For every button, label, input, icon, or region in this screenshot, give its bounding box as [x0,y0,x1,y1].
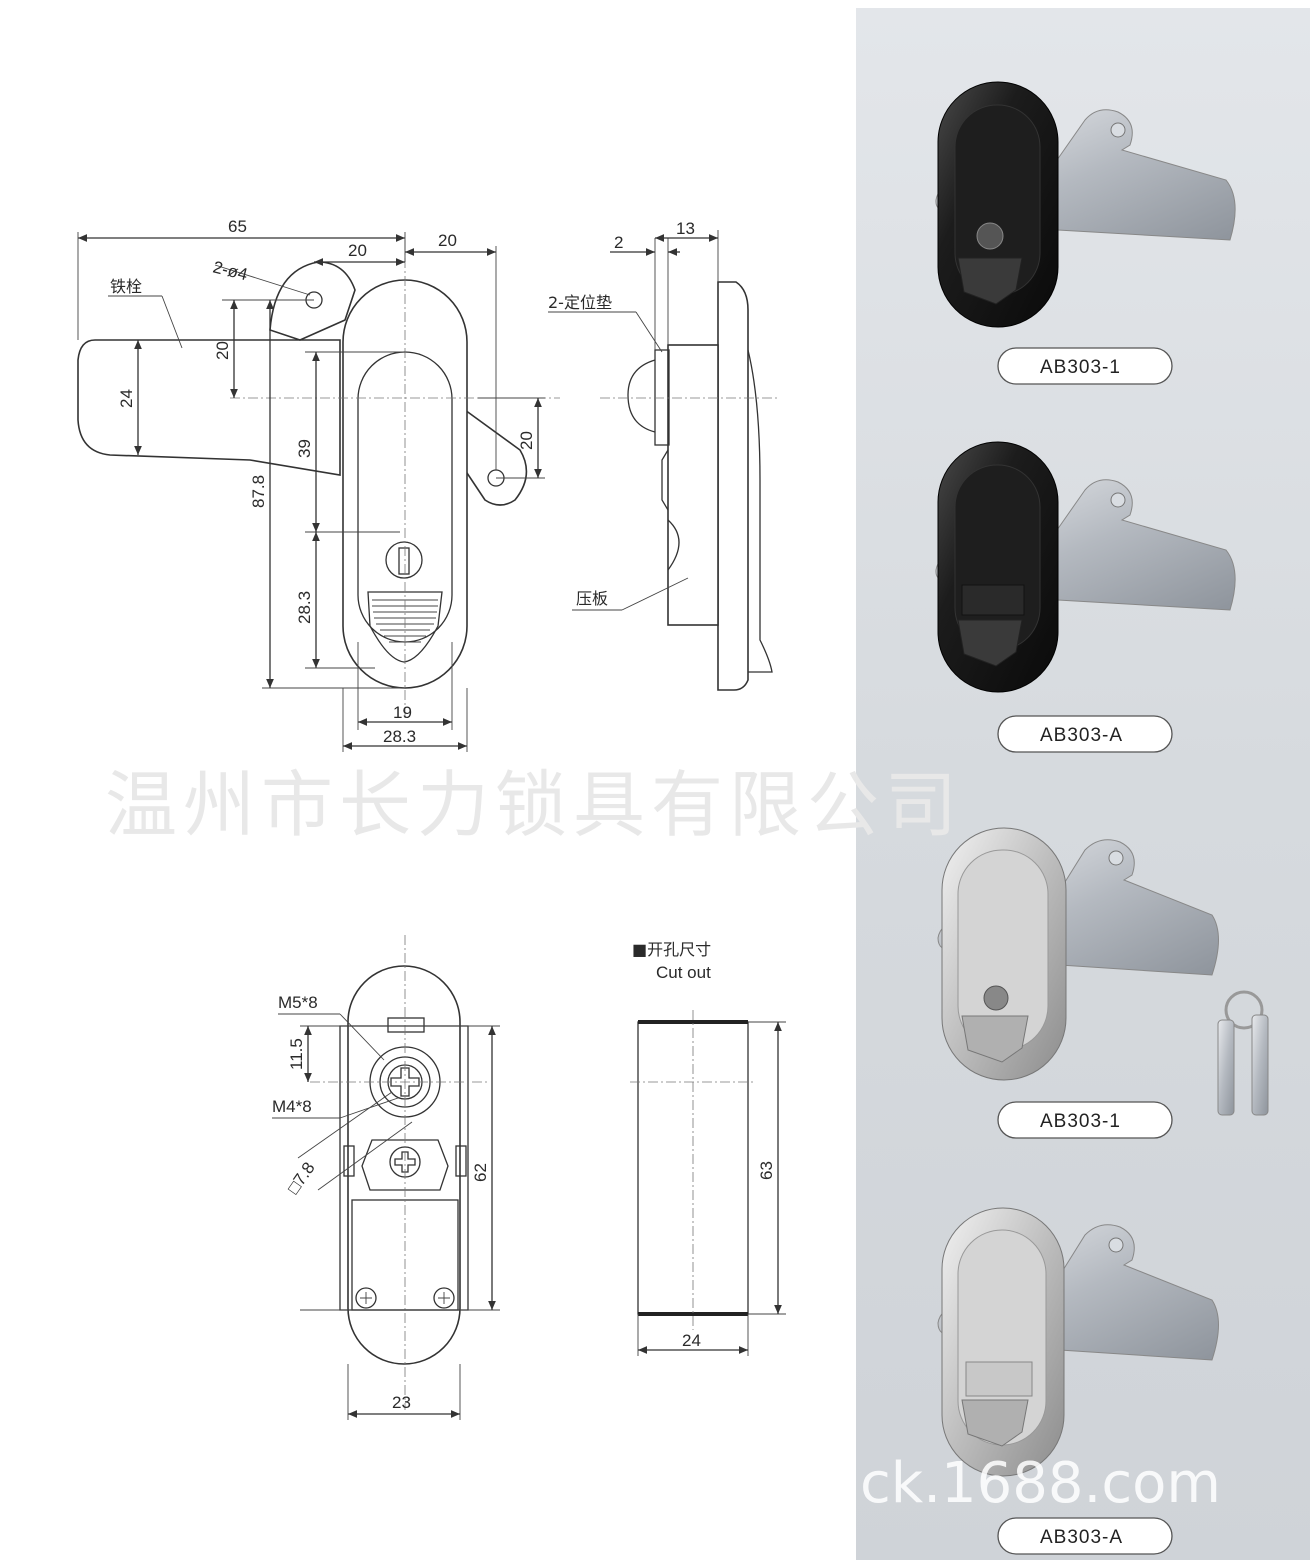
cutout-height: 63 [757,1161,776,1180]
product-photo-4 [937,1207,1219,1477]
product-photo-1 [935,81,1236,328]
dim-cam-height: 20 [517,431,536,450]
dim-square: □7.8 [284,1159,319,1198]
product-model-3: AB303-1 [1040,1111,1121,1132]
dim-gap: 2 [614,233,623,252]
dim-pin-offset: 20 [348,241,367,260]
dim-pin-height: 20 [213,341,232,360]
product-model-2: AB303-A [1040,725,1123,746]
key-icon [1217,990,1269,1116]
dim-width-inner: 19 [393,703,412,722]
label-bolt: 铁栓 [110,277,142,296]
dim-width-total: 65 [228,217,247,236]
cutout-title-en: Cut out [656,963,711,982]
product-photo-2 [935,441,1236,693]
cutout-title-cn: ■开孔尺寸 [632,940,711,959]
label-spacer: 2-定位垫 [548,293,612,312]
label-plate: 压板 [576,589,608,608]
product-model-4: AB303-A [1040,1527,1123,1548]
dim-width-outer: 28.3 [383,727,416,746]
dim-handle-h1: 39 [295,439,314,458]
dim-bolt-width: 24 [117,389,136,408]
watermark-site: ck.1688.com [860,1451,1221,1516]
cutout-width: 24 [682,1331,701,1350]
dim-hole-spec: 2-ø4 [211,257,250,284]
product-label-4: AB303-A [997,1517,1173,1555]
side-view: 2 13 2-定位垫 压板 [548,219,780,691]
label-screw2: M4*8 [272,1097,312,1116]
dim-lower-h: 28.3 [295,591,314,624]
product-photo-3 [937,827,1269,1116]
dim-width: 23 [392,1393,411,1412]
dim-depth: 13 [676,219,695,238]
dim-height: 62 [471,1163,490,1182]
dim-cam-offset: 20 [438,231,457,250]
dim-overall-h: 87.8 [249,475,268,508]
dim-offset: 11.5 [287,1038,306,1070]
product-model-1: AB303-1 [1040,357,1121,378]
watermark-company: 温州市长力锁具有限公司 [105,763,963,847]
front-view: 65 20 20 2-ø4 20 24 20 39 28.3 87.8 19 [77,217,560,752]
product-label-3: AB303-1 [997,1101,1173,1139]
label-screw1: M5*8 [278,993,318,1012]
product-label-1: AB303-1 [997,347,1173,385]
cutout-view: ■开孔尺寸 Cut out 63 24 [630,940,786,1356]
rear-view: 11.5 62 23 M5*8 M4*8 □7.8 [272,935,500,1420]
product-label-2: AB303-A [997,715,1173,753]
